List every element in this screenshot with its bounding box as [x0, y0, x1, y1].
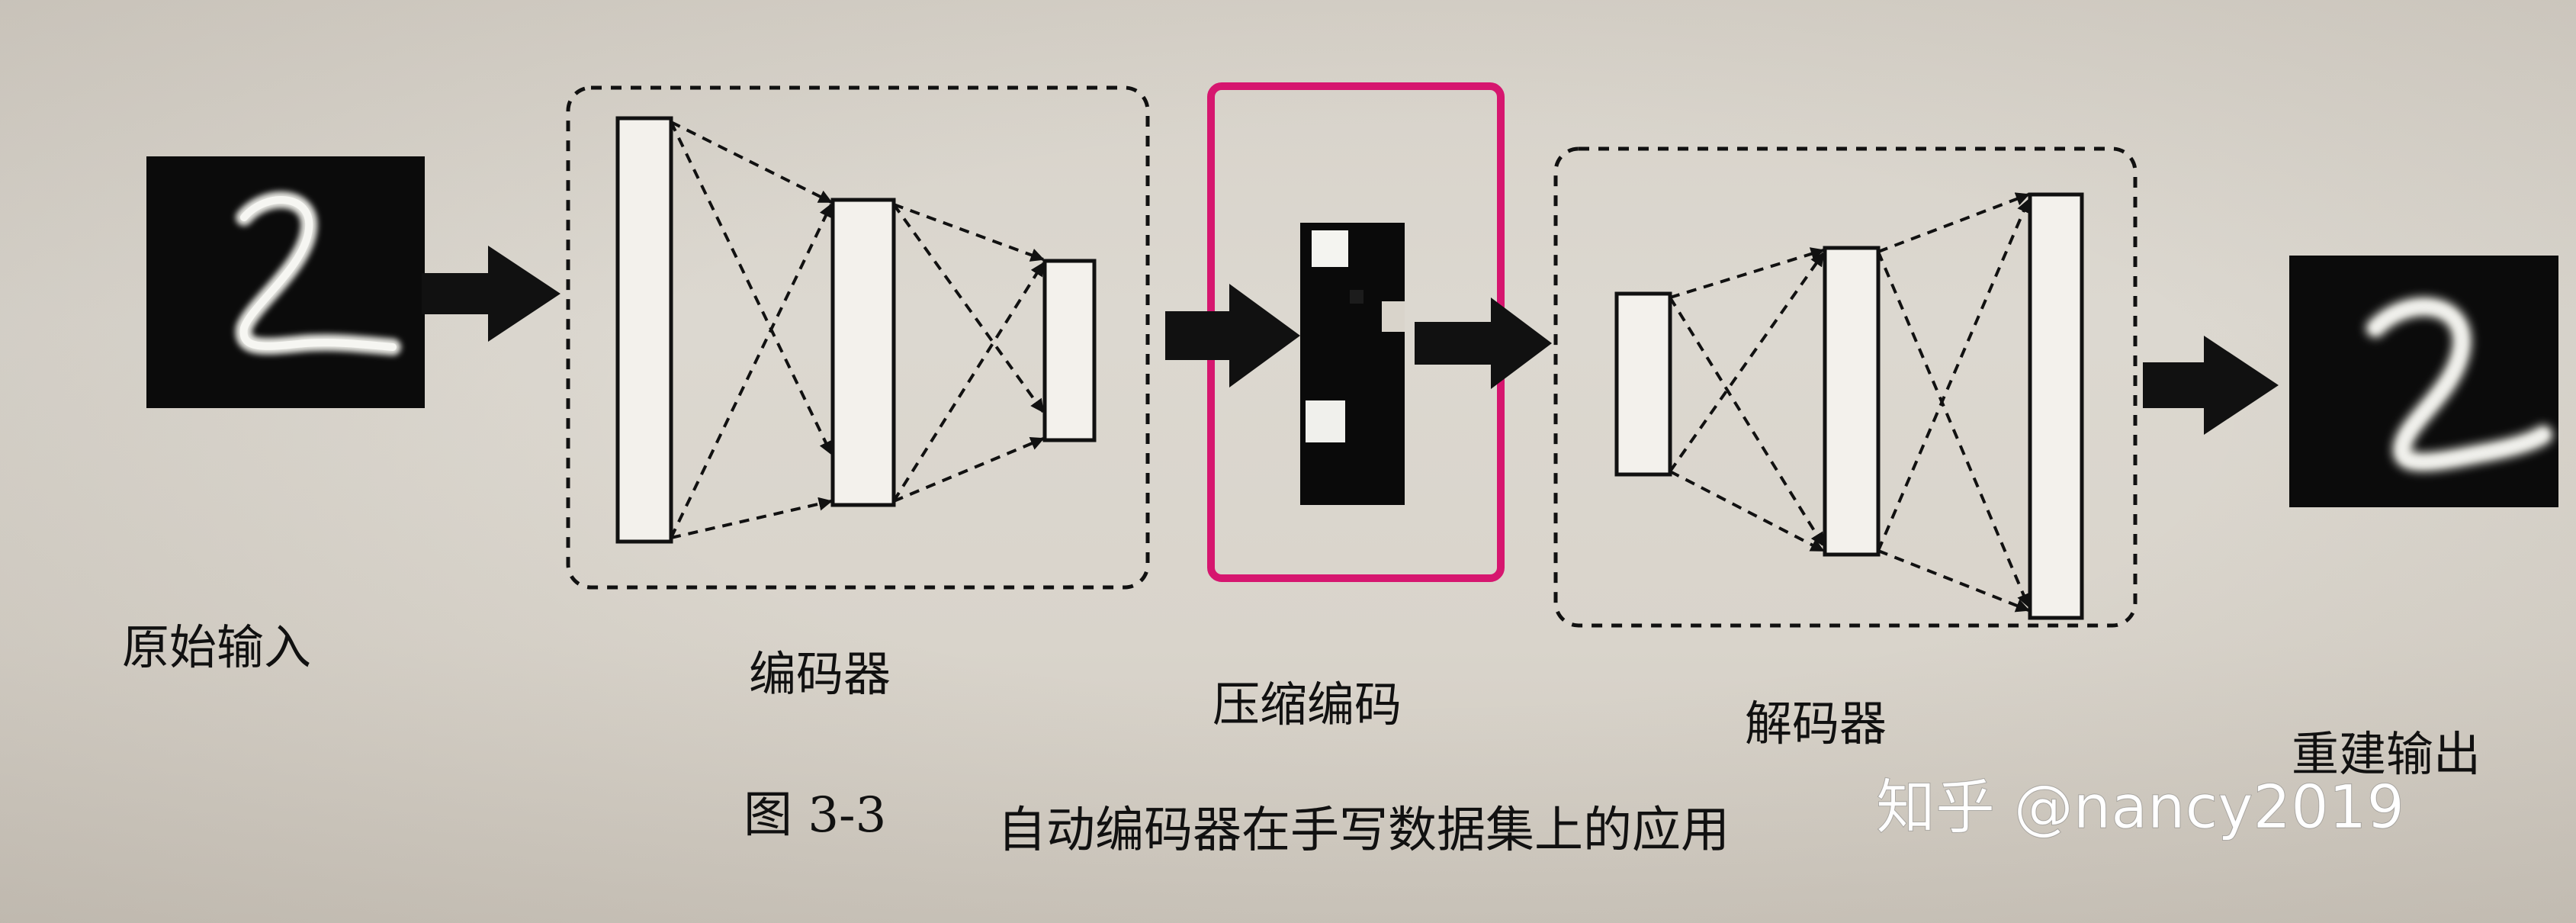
input-label: 原始输入 [122, 619, 311, 675]
watermark: 知乎 @nancy2019 [1876, 773, 2404, 842]
code-to-decoder-arrow [1415, 297, 1552, 389]
decoder-layer-3 [2028, 192, 2084, 620]
encoder-layer-2 [830, 198, 896, 507]
decoder-layer-1 [1614, 291, 1672, 477]
input-to-encoder-arrow [422, 246, 560, 342]
decoder-layer-2 [1823, 246, 1881, 557]
code-label: 压缩编码 [1213, 677, 1402, 732]
figure-caption: 自动编码器在手写数据集上的应用 [997, 802, 1730, 859]
output-image [2289, 256, 2558, 507]
encoder-to-code-arrow [1165, 284, 1300, 388]
figure-number: 图 3-3 [744, 787, 886, 844]
decoder-to-output-arrow [2143, 336, 2279, 435]
compressed-code-image [1300, 223, 1405, 505]
encoder-layer-1 [615, 116, 673, 544]
encoder-block [566, 85, 1150, 590]
encoder-layer-3 [1042, 259, 1097, 442]
encoder-label: 编码器 [749, 646, 891, 702]
output-label: 重建输出 [2292, 726, 2481, 782]
decoder-label: 解码器 [1745, 696, 1887, 751]
decoder-block [1553, 146, 2138, 628]
input-image [146, 156, 425, 408]
